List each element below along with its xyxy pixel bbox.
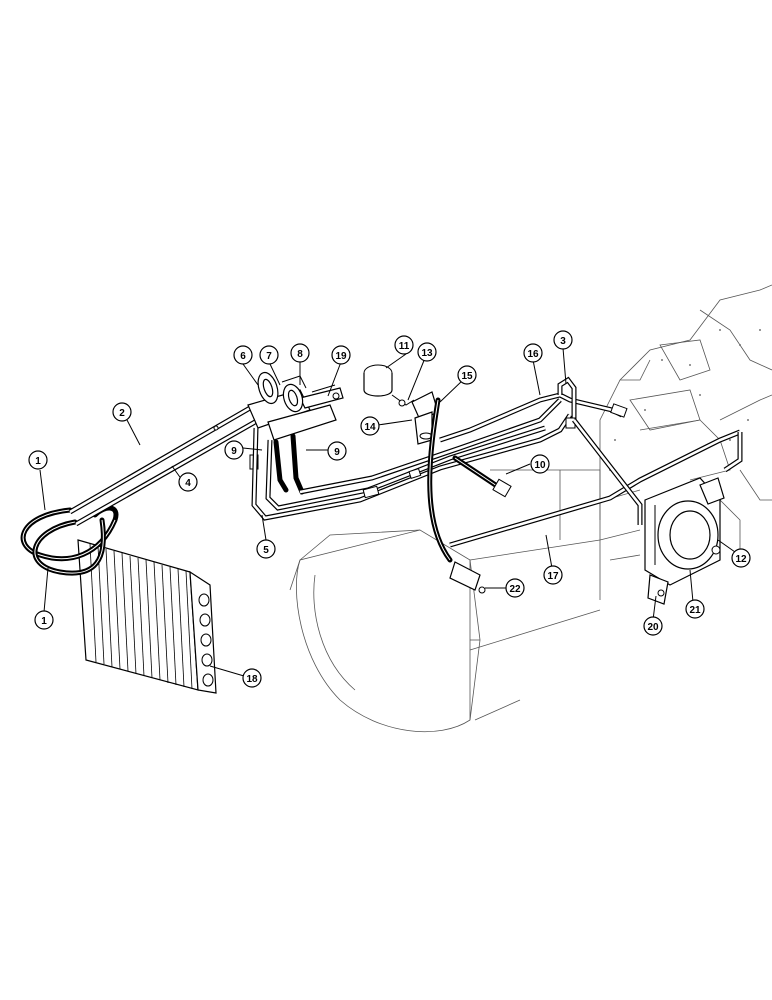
svg-text:19: 19 <box>335 351 347 362</box>
lower-long-line <box>449 418 743 548</box>
hose-10 <box>452 455 512 498</box>
callout-21: 21 <box>685 599 705 619</box>
svg-text:7: 7 <box>266 351 272 362</box>
svg-text:21: 21 <box>689 605 701 616</box>
callout-22: 22 <box>505 578 525 598</box>
upper-pressure-line <box>439 376 628 443</box>
hydraulic-pump <box>644 477 725 605</box>
svg-text:1: 1 <box>41 616 47 627</box>
callout-8: 8 <box>290 343 310 363</box>
cooler-end-tank <box>198 593 214 687</box>
svg-text:2: 2 <box>119 408 125 419</box>
callout-10: 10 <box>530 454 550 474</box>
callout-4: 4 <box>178 472 198 492</box>
svg-text:9: 9 <box>334 447 340 458</box>
svg-text:18: 18 <box>246 674 258 685</box>
cooler-fins <box>89 543 193 690</box>
svg-text:3: 3 <box>560 336 566 347</box>
callout-3: 3 <box>553 330 573 350</box>
return-lines <box>251 398 573 521</box>
callout-19: 19 <box>331 345 351 365</box>
svg-text:10: 10 <box>534 460 546 471</box>
callout-16: 16 <box>523 343 543 363</box>
svg-text:9: 9 <box>231 446 237 457</box>
svg-text:15: 15 <box>461 371 473 382</box>
cooler-hoses <box>20 505 119 576</box>
svg-text:16: 16 <box>527 349 539 360</box>
fitting-22 <box>449 561 486 594</box>
callout-15: 15 <box>457 365 477 385</box>
svg-text:1: 1 <box>35 456 41 467</box>
callout-13: 13 <box>417 342 437 362</box>
callout-9b: 9 <box>327 441 347 461</box>
housing-stipple <box>609 329 761 471</box>
svg-text:14: 14 <box>364 422 376 433</box>
cooler-tubes <box>68 405 264 527</box>
callout-6: 6 <box>233 345 253 365</box>
svg-text:8: 8 <box>297 349 303 360</box>
callout-20: 20 <box>643 616 663 636</box>
long-hose <box>427 397 453 563</box>
leader-lines <box>39 347 736 677</box>
callout-1a: 1 <box>28 450 48 470</box>
svg-text:20: 20 <box>647 622 659 633</box>
callout-5: 5 <box>256 539 276 559</box>
callout-2: 2 <box>112 402 132 422</box>
svg-text:13: 13 <box>421 348 433 359</box>
svg-text:4: 4 <box>185 478 191 489</box>
callout-9a: 9 <box>224 440 244 460</box>
callout-12: 12 <box>731 548 751 568</box>
callouts: 1 1 2 3 4 5 6 7 <box>28 330 751 688</box>
svg-text:17: 17 <box>547 571 559 582</box>
callout-11: 11 <box>394 335 414 355</box>
callout-7: 7 <box>259 345 279 365</box>
svg-text:5: 5 <box>263 545 269 556</box>
callout-1b: 1 <box>34 610 54 630</box>
svg-text:6: 6 <box>240 351 246 362</box>
accumulator <box>363 364 415 407</box>
svg-text:11: 11 <box>399 341 410 352</box>
callout-14: 14 <box>360 416 380 436</box>
oil-cooler <box>77 539 217 694</box>
valve-manifold <box>247 371 344 441</box>
callout-18: 18 <box>242 668 262 688</box>
svg-text:22: 22 <box>509 584 521 595</box>
callout-17: 17 <box>543 565 563 585</box>
svg-text:12: 12 <box>735 554 747 565</box>
